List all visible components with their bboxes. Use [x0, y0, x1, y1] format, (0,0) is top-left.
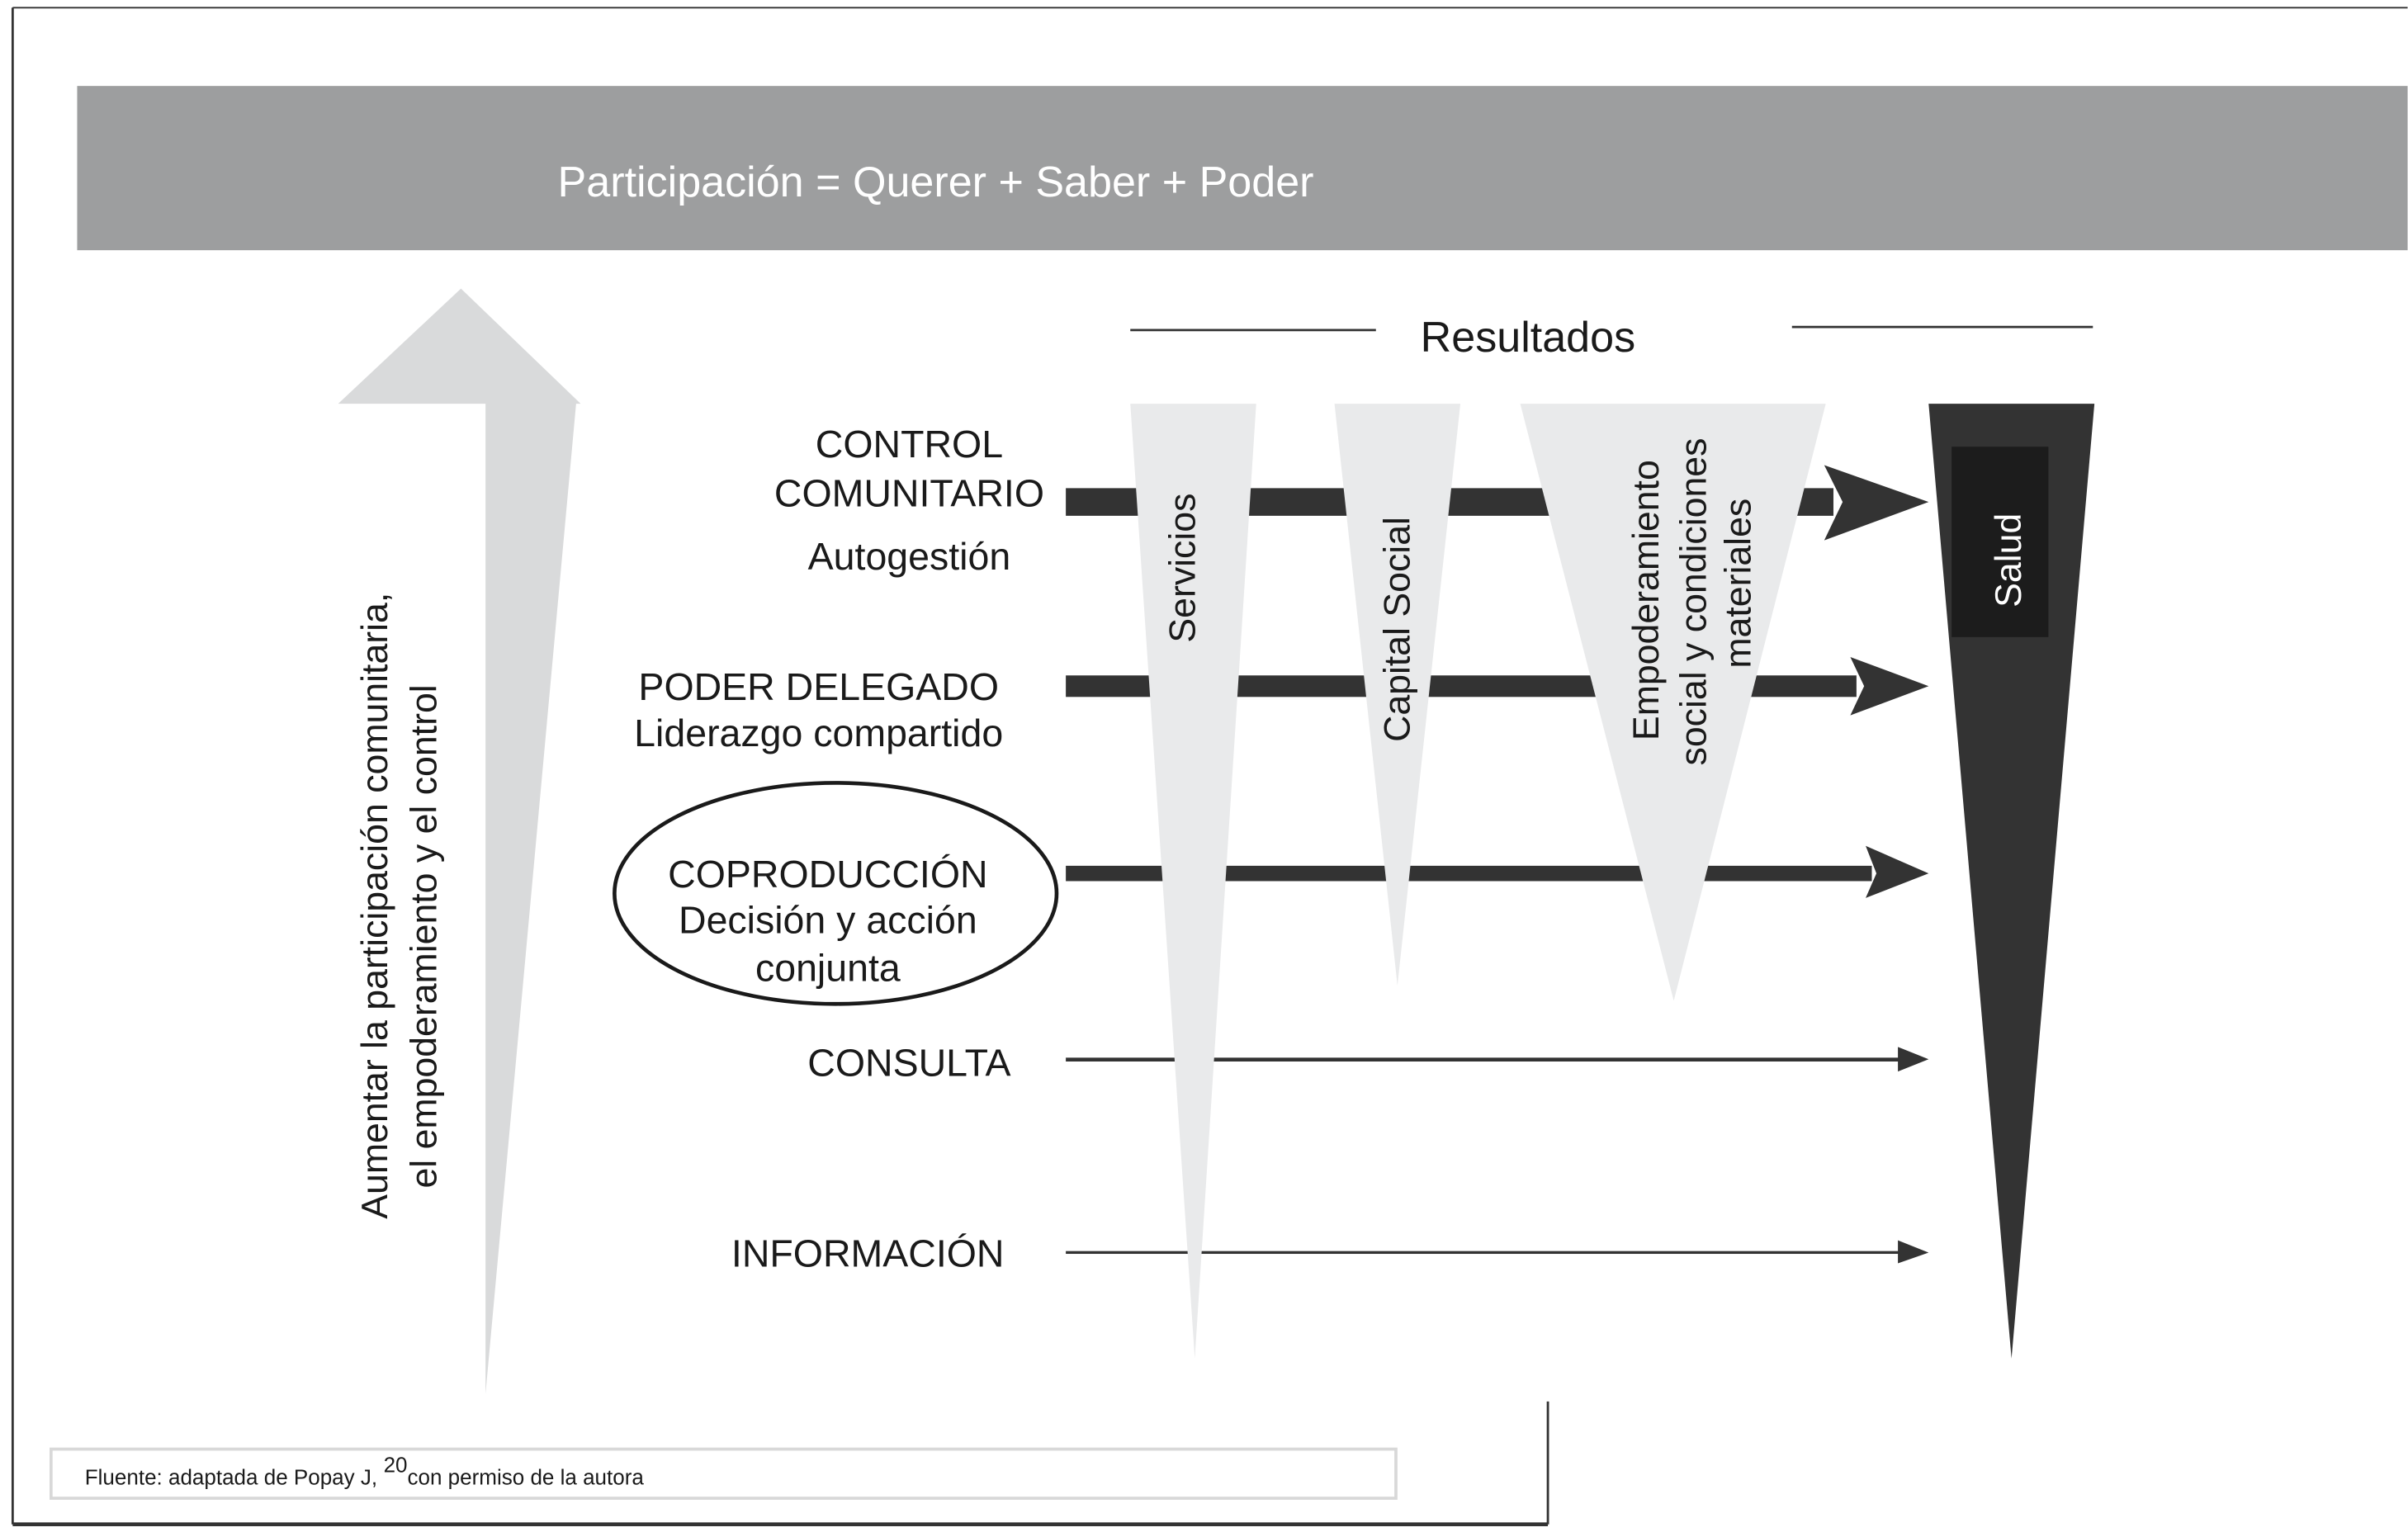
level-consulta: CONSULTA: [807, 1042, 1010, 1085]
source-permission: con permiso de la autora: [408, 1464, 645, 1489]
source-box: [49, 1447, 1398, 1500]
level-control-1: CONTROL: [816, 423, 1003, 466]
level-poder-sub: Liderazgo compartido: [634, 712, 1003, 754]
increase-arrow: [338, 288, 581, 1394]
header-formula: Participación = Querer + Saber + Poder: [558, 158, 1314, 206]
level-copro: COPRODUCCIÓN: [668, 853, 987, 896]
salud-wedge: [1928, 404, 2095, 1359]
empoderamiento-wedge: [1520, 404, 1826, 1001]
empoderamiento-label-1: Empoderamiento: [1626, 460, 1667, 740]
empoderamiento-label-3: materiales: [1719, 499, 1759, 669]
level-control-sub: Autogestión: [808, 535, 1011, 578]
results-title: Resultados: [1421, 314, 1635, 362]
level-copro-sub1: Decisión y acción: [679, 899, 977, 942]
salud-label: Salud: [1989, 513, 2029, 608]
level-control-2: COMUNITARIO: [774, 472, 1044, 515]
arrow-informacion: [1066, 1240, 1929, 1264]
source-text: Fluente: adaptada de Popay J,: [85, 1464, 377, 1489]
axis-label-1: Aumentar la participación comunitaria,: [355, 593, 395, 1219]
capital-social-label: Capital Social: [1378, 517, 1418, 742]
source-ref: 20: [384, 1452, 408, 1477]
empoderamiento-label-2: social y condiciones: [1674, 438, 1715, 766]
source-note: Fluente: adaptada de Popay J, 20con permi…: [85, 1452, 645, 1489]
salud-box: [1951, 447, 2049, 637]
level-informacion: INFORMACIÓN: [731, 1232, 1005, 1274]
servicios-wedge: [1130, 404, 1256, 1359]
axis-label-2: el empoderamiento y el control: [404, 684, 445, 1188]
level-poder: PODER DELEGADO: [638, 665, 999, 708]
copro-highlight-ellipse: [613, 781, 1059, 1006]
servicios-label: Servicios: [1162, 494, 1203, 643]
header-bar: [77, 86, 2408, 251]
capital-social-wedge: [1334, 404, 1461, 986]
arrow-consulta: [1066, 1047, 1929, 1072]
level-copro-sub2: conjunta: [755, 946, 901, 989]
frame: [11, 7, 2408, 1527]
